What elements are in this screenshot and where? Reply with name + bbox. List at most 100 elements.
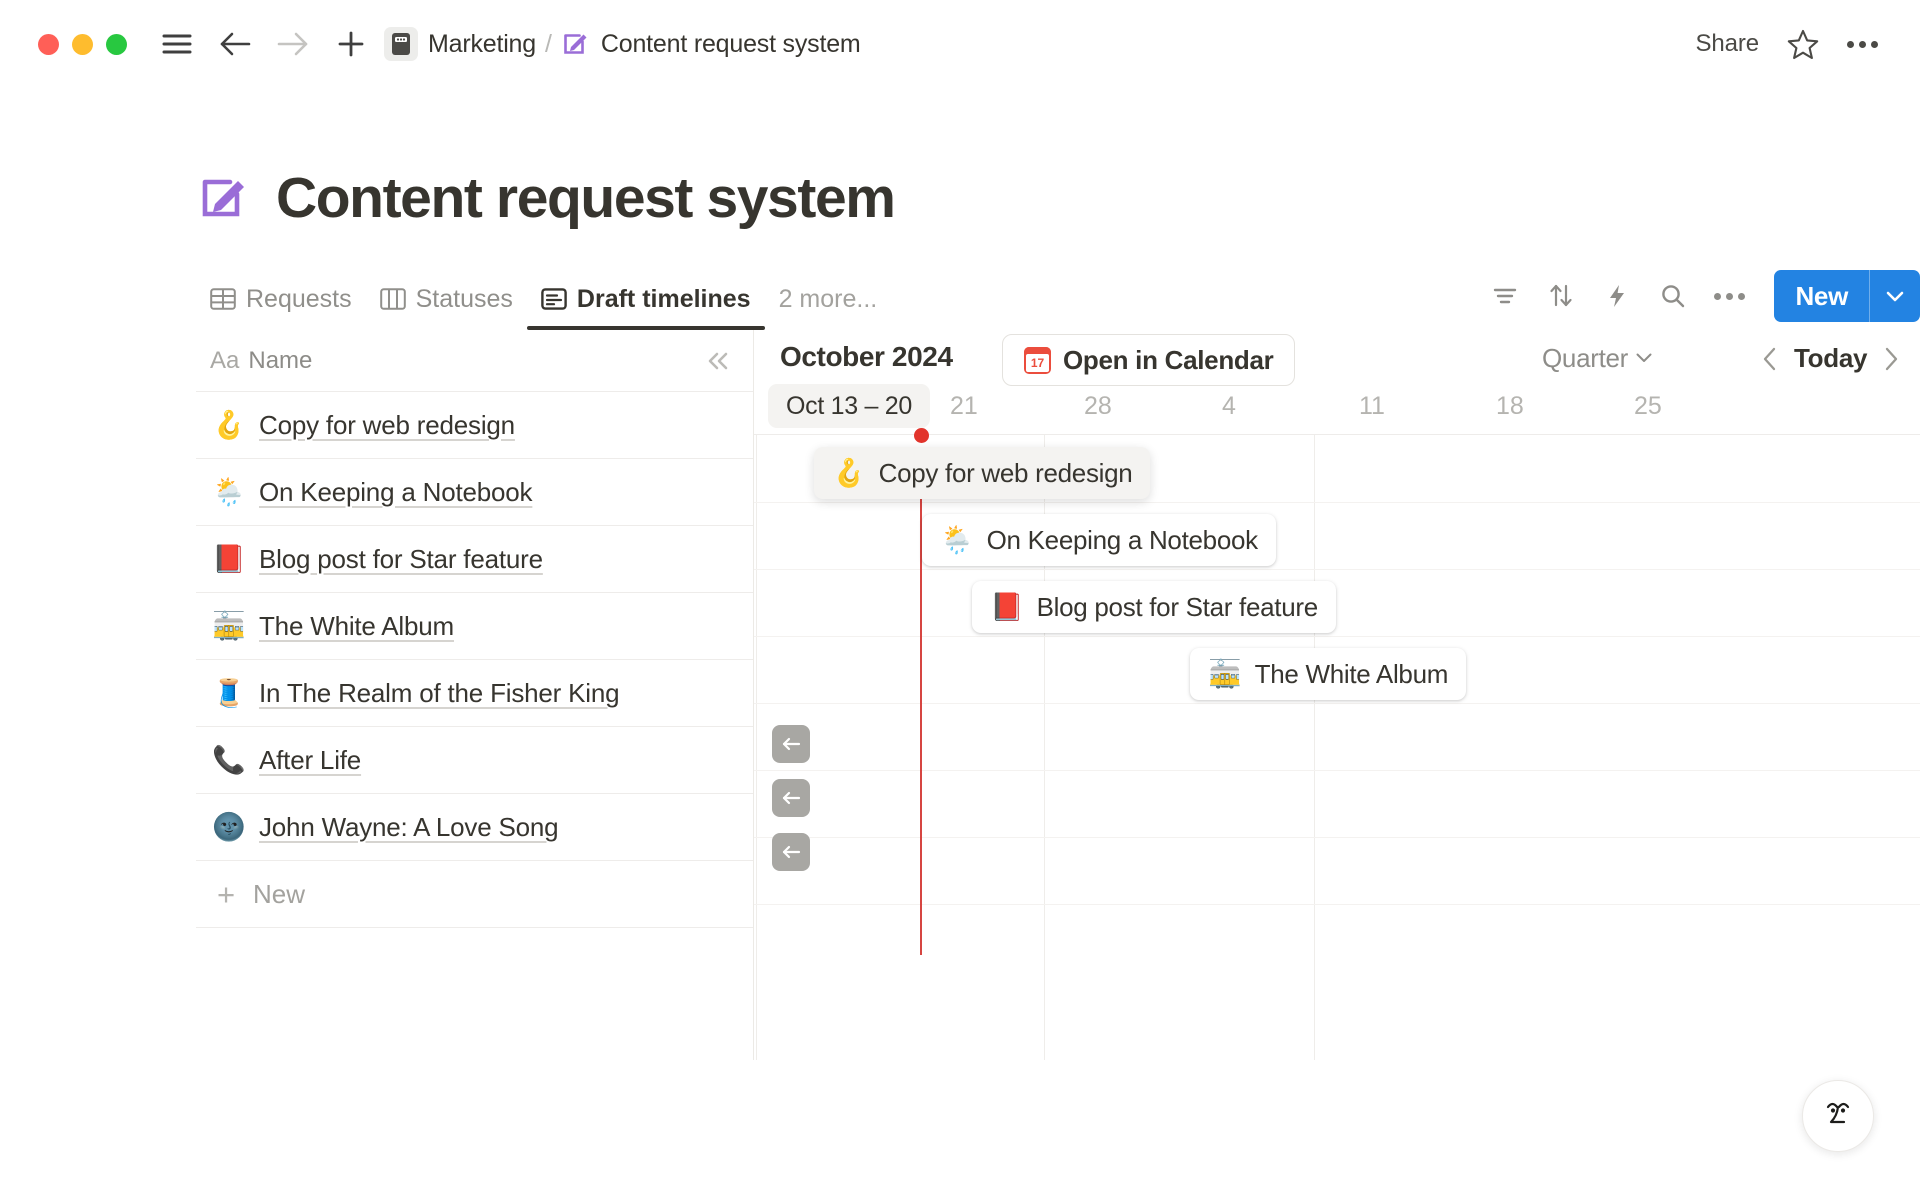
close-button[interactable] (38, 33, 59, 55)
window-nav-icons (158, 25, 370, 63)
tab-label: Draft timelines (576, 284, 751, 313)
share-button[interactable]: Share (1695, 30, 1759, 57)
timeline-scale-select[interactable]: Quarter (1542, 343, 1653, 374)
arrow-left-icon (782, 791, 801, 805)
timeline-month-label: October 2024 (780, 341, 953, 372)
timeline-grid (754, 435, 1920, 1060)
notion-ai-button[interactable] (1802, 1080, 1874, 1152)
bar-label: On Keeping a Notebook (986, 524, 1259, 555)
more-horizontal-icon[interactable] (1706, 273, 1752, 319)
row-separator (754, 502, 1920, 503)
row-name[interactable]: After Life (259, 744, 362, 775)
table-icon (210, 286, 236, 312)
bar-emoji: 📕 (990, 591, 1024, 622)
list-item[interactable]: 🌚 John Wayne: A Love Song (196, 794, 753, 861)
row-name[interactable]: Blog post for Star feature (259, 543, 543, 574)
grid-line (1314, 435, 1315, 1060)
open-in-calendar-label: Open in Calendar (1063, 344, 1274, 375)
grid-line (756, 435, 757, 1060)
timeline-icon (541, 286, 567, 312)
scroll-to-item-button[interactable] (772, 779, 810, 817)
list-item[interactable]: 📞 After Life (196, 727, 753, 794)
breadcrumb-page[interactable]: Content request system (600, 29, 861, 58)
tab-statuses[interactable]: Statuses (366, 268, 527, 330)
timeline-bar[interactable]: 🌦️ On Keeping a Notebook (922, 514, 1276, 566)
row-name[interactable]: On Keeping a Notebook (259, 476, 533, 507)
list-item[interactable]: 📕 Blog post for Star feature (196, 526, 753, 593)
plus-icon[interactable] (332, 25, 370, 63)
grid-line (1044, 435, 1045, 1060)
bar-label: The White Album (1254, 658, 1449, 689)
sort-icon[interactable] (1538, 273, 1584, 319)
row-emoji: 🪝 (212, 409, 246, 440)
tabs-overflow-button[interactable]: 2 more... (778, 284, 878, 313)
row-separator (754, 703, 1920, 704)
scroll-to-item-button[interactable] (772, 833, 810, 871)
lightning-icon[interactable] (1594, 273, 1640, 319)
timeline-bar[interactable]: 📕 Blog post for Star feature (972, 581, 1336, 633)
minimize-button[interactable] (72, 33, 93, 55)
timeline-ruler: Oct 13 – 20 21 28 4 11 18 25 (754, 382, 1920, 432)
page-icon[interactable] (196, 169, 254, 227)
column-header-name[interactable]: Name (248, 346, 313, 374)
breadcrumb-workspace[interactable]: Marketing (428, 29, 536, 58)
row-separator (754, 636, 1920, 637)
arrow-left-icon[interactable] (216, 25, 254, 63)
current-range-pill[interactable]: Oct 13 – 20 (768, 384, 930, 428)
note-pencil-icon (561, 29, 591, 59)
search-icon[interactable] (1650, 273, 1696, 319)
list-item[interactable]: 🚋 The White Album (196, 593, 753, 660)
timeline-bar[interactable]: 🚋 The White Album (1190, 648, 1467, 700)
row-separator (754, 770, 1920, 771)
list-item[interactable]: 🧵 In The Realm of the Fisher King (196, 660, 753, 727)
tab-draft-timelines[interactable]: Draft timelines (526, 268, 765, 330)
ruler-tick: 28 (1084, 391, 1112, 420)
chevron-down-icon[interactable] (1870, 270, 1920, 322)
zoom-button[interactable] (106, 33, 127, 55)
breadcrumb-separator: / (544, 29, 552, 58)
today-button[interactable]: Today (1794, 343, 1868, 373)
filter-icon[interactable] (1482, 273, 1528, 319)
row-name[interactable]: Copy for web redesign (259, 409, 515, 440)
bar-label: Blog post for Star feature (1036, 591, 1319, 622)
chevron-right-icon[interactable] (1883, 346, 1899, 372)
window-titlebar: Marketing / Content request system Share (0, 0, 1920, 88)
row-separator (754, 904, 1920, 905)
row-name[interactable]: John Wayne: A Love Song (259, 811, 559, 842)
row-name[interactable]: The White Album (259, 610, 454, 641)
star-icon[interactable] (1787, 29, 1819, 60)
calendar-day-number: 17 (1026, 353, 1049, 372)
tab-label: Statuses (415, 284, 513, 313)
list-item[interactable]: 🌦️ On Keeping a Notebook (196, 459, 753, 526)
list-item[interactable]: 🪝 Copy for web redesign (196, 392, 753, 459)
row-emoji: 🌚 (212, 811, 246, 842)
page-title[interactable]: Content request system (276, 166, 896, 230)
database-icon[interactable] (384, 27, 418, 61)
add-new-row-label: New (253, 878, 306, 909)
timeline-nav: Today (1762, 343, 1899, 374)
bar-emoji: 🌦️ (940, 524, 974, 555)
timeline-bar[interactable]: 🪝 Copy for web redesign (814, 447, 1151, 499)
row-name[interactable]: In The Realm of the Fisher King (259, 677, 620, 708)
bar-label: Copy for web redesign (878, 457, 1133, 488)
timeline-view-body: Aa Name 🪝 Copy for web redesign 🌦️ On Ke… (196, 330, 1920, 1060)
add-new-row-button[interactable]: + New (196, 861, 753, 928)
chevron-left-icon[interactable] (1762, 346, 1778, 372)
arrow-left-icon (782, 737, 801, 751)
hamburger-icon[interactable] (158, 25, 196, 63)
chevrons-left-icon[interactable] (701, 344, 735, 378)
list-column-header: Aa Name (196, 330, 753, 392)
row-emoji: 🚋 (212, 610, 246, 641)
tab-requests[interactable]: Requests (196, 268, 366, 330)
scroll-to-item-button[interactable] (772, 725, 810, 763)
open-in-calendar-button[interactable]: 17 Open in Calendar (1002, 334, 1296, 386)
arrow-right-icon[interactable] (274, 25, 312, 63)
tab-label: Requests (246, 284, 352, 313)
today-marker-dot (914, 428, 929, 443)
ruler-tick: 25 (1634, 391, 1662, 420)
new-button[interactable]: New (1774, 270, 1920, 322)
page-header: Content request system (196, 165, 896, 231)
more-horizontal-icon[interactable] (1847, 40, 1878, 48)
timeline-chart-pane: October 2024 17 Open in Calendar Quarter (754, 330, 1920, 1060)
